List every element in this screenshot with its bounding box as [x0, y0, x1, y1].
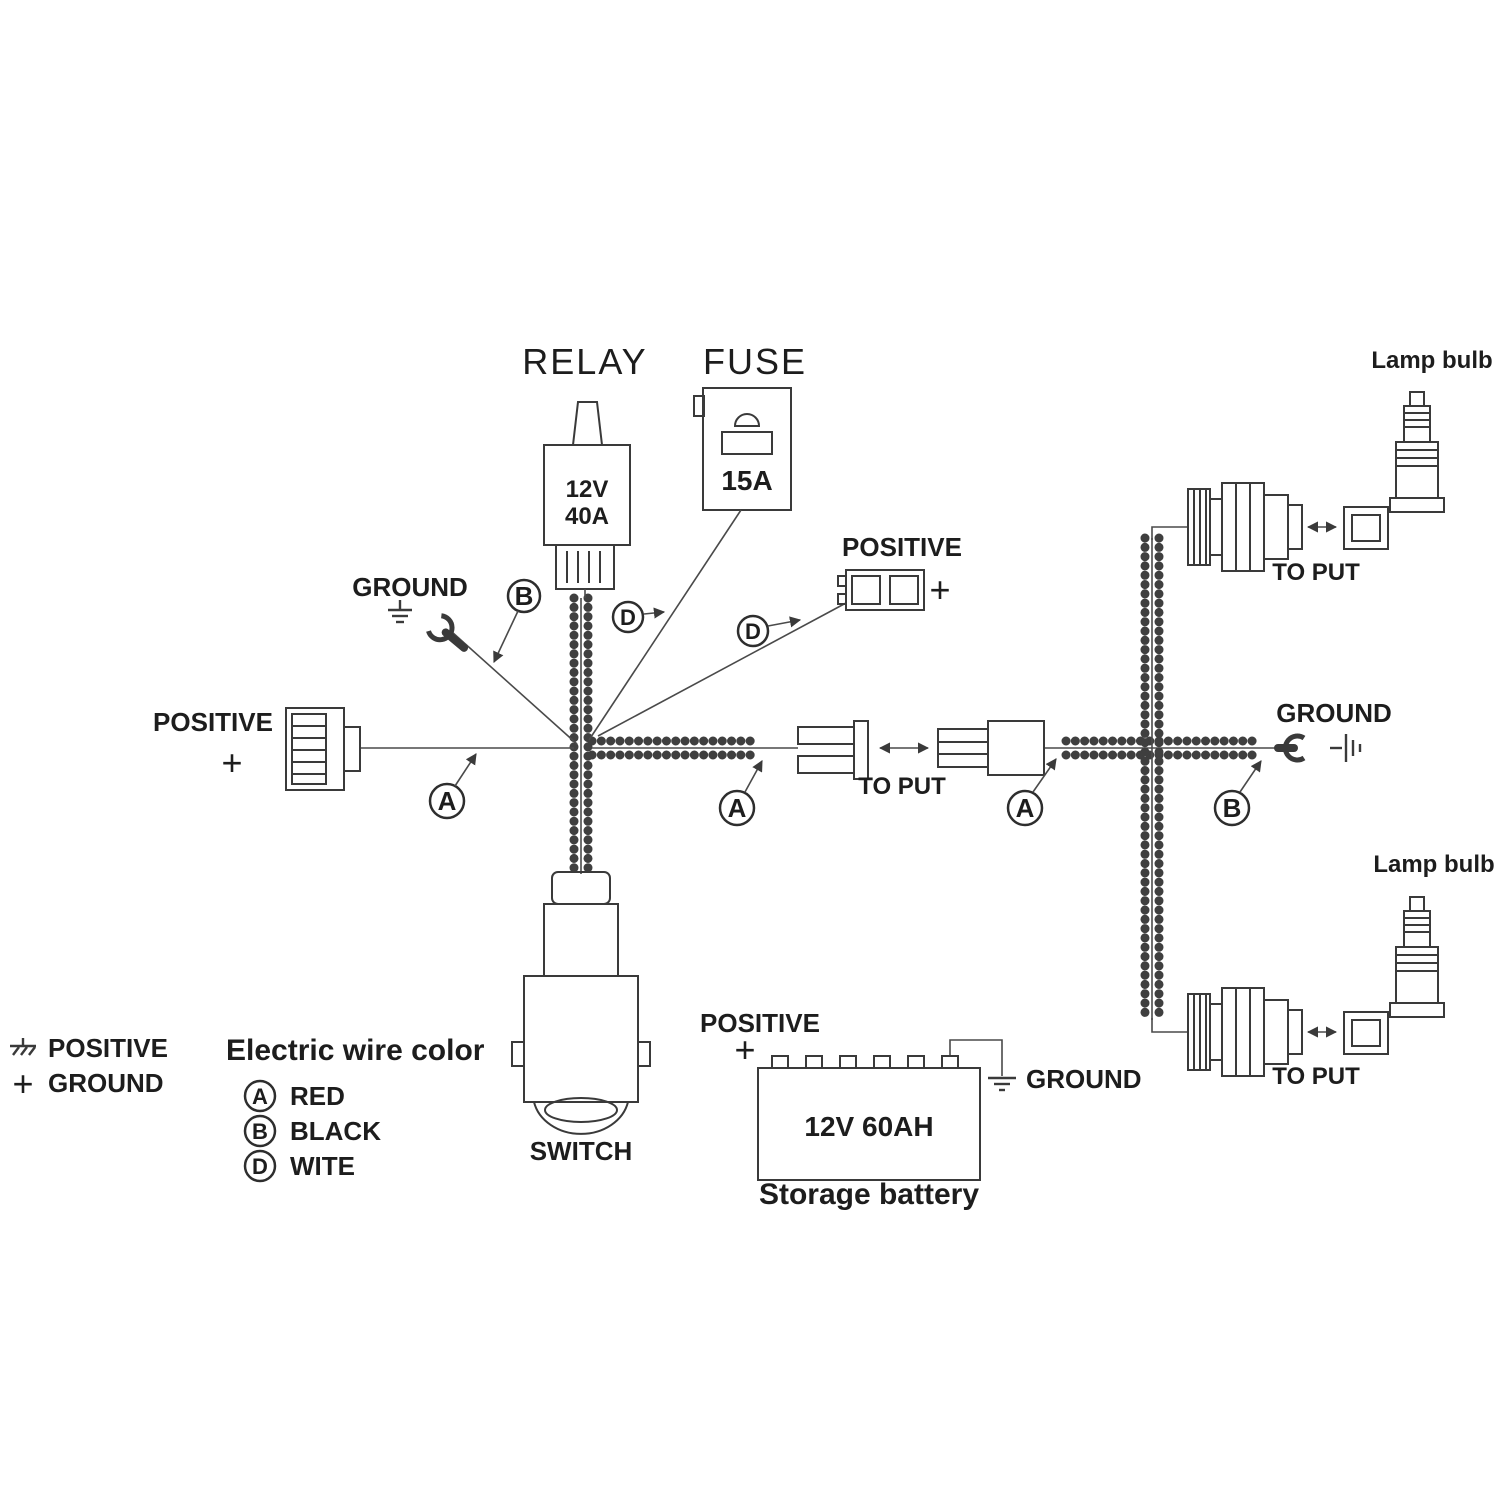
wire-tag-a2: A: [718, 760, 763, 827]
svg-text:RED: RED: [290, 1081, 345, 1111]
positive-fuse-label: POSITIVE: [842, 532, 962, 562]
relay-component: 12V 40A: [543, 401, 631, 590]
wire-tag-d1: D: [611, 600, 666, 634]
ground-symbol-right: [1330, 734, 1362, 762]
positive-connector-left: [285, 707, 361, 791]
fuse-component: 15A: [693, 387, 792, 511]
svg-text:BLACK: BLACK: [290, 1116, 381, 1146]
ground-connector-top: [388, 600, 469, 652]
legend-ground-plus: +: [12, 1063, 33, 1104]
legend-item-red: A RED: [243, 1079, 345, 1113]
battery-component: [757, 1055, 1016, 1181]
legend: POSITIVE + GROUND Electric wire color A …: [10, 1033, 485, 1183]
wire-tag-d2: D: [736, 614, 802, 648]
ground-top-label: GROUND: [352, 572, 468, 602]
lamp-bulb-top-label: Lamp bulb: [1371, 347, 1492, 374]
positive-left-label: POSITIVE: [153, 707, 273, 737]
ground-symbol-top: [388, 600, 412, 624]
wire-loom-vertical-left: [569, 593, 593, 873]
legend-positive-symbol: [10, 1038, 36, 1056]
battery-rating: 12V 60AH: [804, 1111, 933, 1142]
fuse-title: FUSE: [703, 341, 807, 382]
svg-text:D: D: [745, 619, 761, 644]
positive-connector-fuse: [837, 569, 925, 611]
to-put-mid-label: TO PUT: [858, 773, 946, 800]
relay-title: RELAY: [522, 341, 647, 382]
mid-connector-pair: [797, 720, 1045, 780]
legend-item-wite: D WITE: [243, 1149, 355, 1183]
ground-right-label: GROUND: [1276, 698, 1392, 728]
svg-text:A: A: [252, 1084, 268, 1109]
lamp-bulb-bottom-label: Lamp bulb: [1373, 851, 1494, 878]
battery-caption: Storage battery: [759, 1178, 979, 1211]
positive-fuse-plus: +: [929, 569, 950, 610]
positive-left-plus: +: [221, 742, 242, 783]
svg-text:D: D: [620, 605, 636, 630]
relay-amps: 40A: [565, 503, 609, 530]
plain-wires: [360, 509, 1288, 1076]
wire-tag-b1: B: [493, 578, 542, 664]
wire-tag-a1: A: [428, 753, 477, 820]
wire-tag-a3: A: [1006, 758, 1057, 827]
legend-positive-label: POSITIVE: [48, 1033, 168, 1063]
wire-tag-b2: B: [1213, 760, 1262, 827]
legend-ground-label: GROUND: [48, 1068, 164, 1098]
ground-connector-right: [1274, 733, 1362, 763]
svg-text:A: A: [728, 793, 747, 823]
svg-text:A: A: [438, 786, 457, 816]
wire-loom-horizontal-left: [587, 736, 759, 760]
legend-title: Electric wire color: [226, 1034, 485, 1067]
switch-label: SWITCH: [530, 1136, 633, 1166]
svg-text:B: B: [1223, 793, 1242, 823]
svg-text:B: B: [515, 581, 534, 611]
to-put-top-label: TO PUT: [1272, 559, 1360, 586]
svg-text:D: D: [252, 1154, 268, 1179]
to-put-bottom-label: TO PUT: [1272, 1063, 1360, 1090]
lamp-assembly-bottom: [1188, 897, 1444, 1076]
battery-positive-plus: +: [734, 1029, 755, 1070]
lamp-assembly-top: [1188, 392, 1444, 571]
battery-ground-label: GROUND: [1026, 1064, 1142, 1094]
svg-text:WITE: WITE: [290, 1151, 355, 1181]
legend-item-black: B BLACK: [243, 1114, 381, 1148]
ground-symbol-battery: [988, 1076, 1016, 1092]
switch-component: [511, 871, 651, 1135]
relay-volts: 12V: [566, 476, 609, 503]
wire-loom-vertical-right: [1140, 533, 1164, 1025]
svg-text:A: A: [1016, 793, 1035, 823]
fuse-amps: 15A: [721, 465, 772, 496]
battery-positive-label: POSITIVE: [700, 1008, 820, 1038]
svg-text:B: B: [252, 1119, 268, 1144]
